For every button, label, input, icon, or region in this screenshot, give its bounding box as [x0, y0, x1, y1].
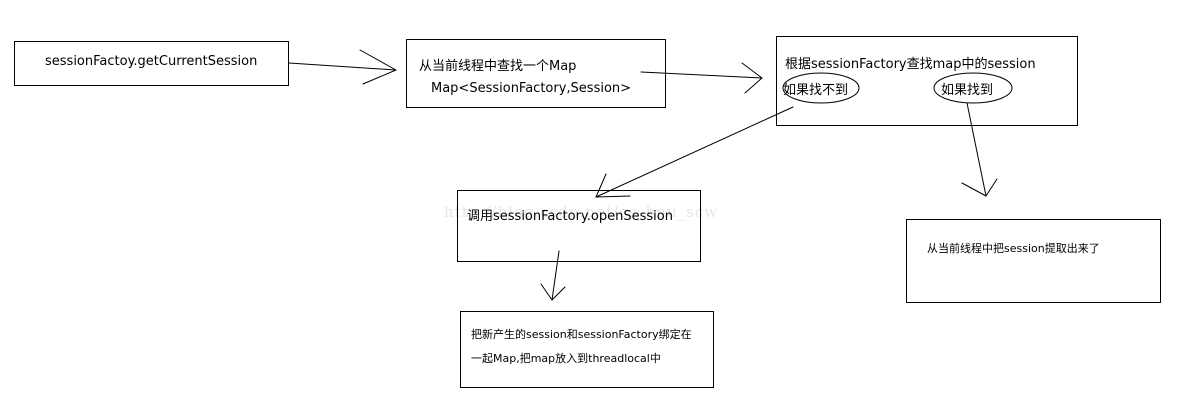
- branch-found-label: 如果找到: [941, 83, 994, 98]
- arrow-not-found-head: [595, 173, 631, 198]
- arrow-not-found-line: [595, 106, 794, 198]
- node-get-current-session-label: sessionFactoy.getCurrentSession: [45, 54, 258, 69]
- node-take-from-thread: 从当前线程中把session提取出来了: [906, 219, 1161, 303]
- branch-not-found-ellipse: [782, 72, 860, 104]
- arrow-found-line: [966, 102, 987, 197]
- arrow-open-to-bind-head: [540, 283, 566, 301]
- node-lookup-session: 根据sessionFactory查找map中的session 如果找不到 如果找…: [776, 36, 1078, 126]
- node-bind-map: 把新产生的session和sessionFactory绑定在 一起Map,把ma…: [460, 311, 714, 388]
- node-open-session: 调用sessionFactory.openSession: [457, 190, 701, 262]
- arrow-get-to-find-line: [288, 62, 397, 71]
- arrow-find-to-lookup-head: [741, 62, 763, 94]
- watermark: http://blog.csdn.net/cs_hnu_scw: [444, 203, 719, 221]
- node-open-session-label: 调用sessionFactory.openSession: [467, 209, 673, 224]
- node-bind-map-line2: 一起Map,把map放入到threadlocal中: [471, 352, 661, 365]
- arrow-find-to-lookup-line: [640, 71, 763, 79]
- branch-not-found-label: 如果找不到: [783, 83, 849, 98]
- node-find-map-line2: Map<SessionFactory,Session>: [431, 81, 632, 96]
- node-bind-map-line1: 把新产生的session和sessionFactory绑定在: [471, 328, 692, 341]
- branch-found-ellipse: [933, 72, 1013, 104]
- node-find-map-line1: 从当前线程中查找一个Map: [419, 59, 577, 74]
- node-get-current-session: sessionFactoy.getCurrentSession: [14, 41, 289, 86]
- arrow-open-to-bind-line: [551, 250, 560, 301]
- arrow-found-head: [961, 178, 998, 197]
- node-lookup-session-title: 根据sessionFactory查找map中的session: [785, 57, 1036, 72]
- arrow-get-to-find-head: [359, 49, 397, 85]
- node-take-from-thread-label: 从当前线程中把session提取出来了: [927, 242, 1100, 255]
